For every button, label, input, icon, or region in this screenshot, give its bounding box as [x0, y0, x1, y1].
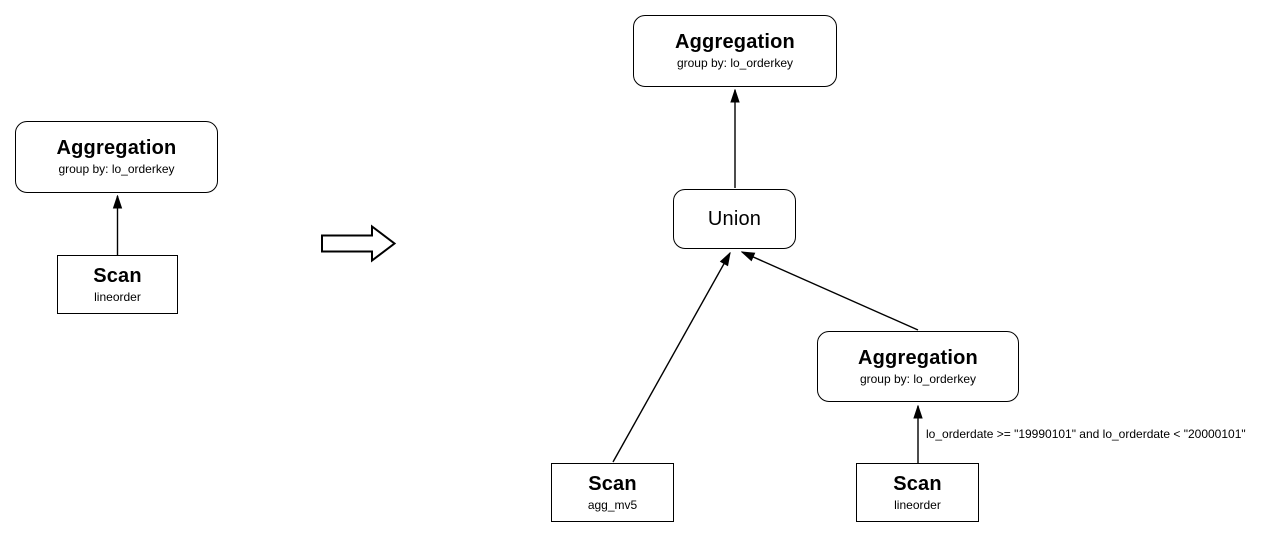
node-subtitle: lineorder — [894, 497, 941, 512]
node-title: Union — [707, 207, 762, 230]
edge-scan-mv-to-union — [612, 253, 730, 463]
rewritten-scan-lineorder-node: Scan lineorder — [856, 463, 979, 522]
node-title: Aggregation — [675, 31, 795, 54]
rewritten-aggregation-filtered-node: Aggregation group by: lo_orderkey — [817, 331, 1019, 402]
rewritten-scan-mv-node: Scan agg_mv5 — [551, 463, 674, 522]
node-subtitle: lineorder — [94, 289, 141, 304]
filter-predicate-label: lo_orderdate >= "19990101" and lo_orderd… — [926, 427, 1246, 441]
rewritten-aggregation-top-node: Aggregation group by: lo_orderkey — [633, 15, 837, 87]
node-subtitle: group by: lo_orderkey — [676, 56, 794, 71]
source-scan-node: Scan lineorder — [57, 255, 178, 314]
union-node: Union — [673, 189, 796, 249]
source-aggregation-node: Aggregation group by: lo_orderkey — [15, 121, 218, 193]
node-title: Scan — [93, 264, 142, 287]
node-title: Aggregation — [56, 137, 177, 160]
node-subtitle: agg_mv5 — [587, 497, 638, 512]
node-title: Aggregation — [858, 346, 978, 369]
node-subtitle: group by: lo_orderkey — [58, 162, 175, 177]
node-title: Scan — [588, 472, 637, 495]
rewrite-arrow-icon — [321, 224, 397, 263]
edge-aggregation-filtered-to-union — [742, 252, 919, 331]
node-title: Scan — [893, 472, 942, 495]
node-subtitle: group by: lo_orderkey — [859, 371, 977, 386]
